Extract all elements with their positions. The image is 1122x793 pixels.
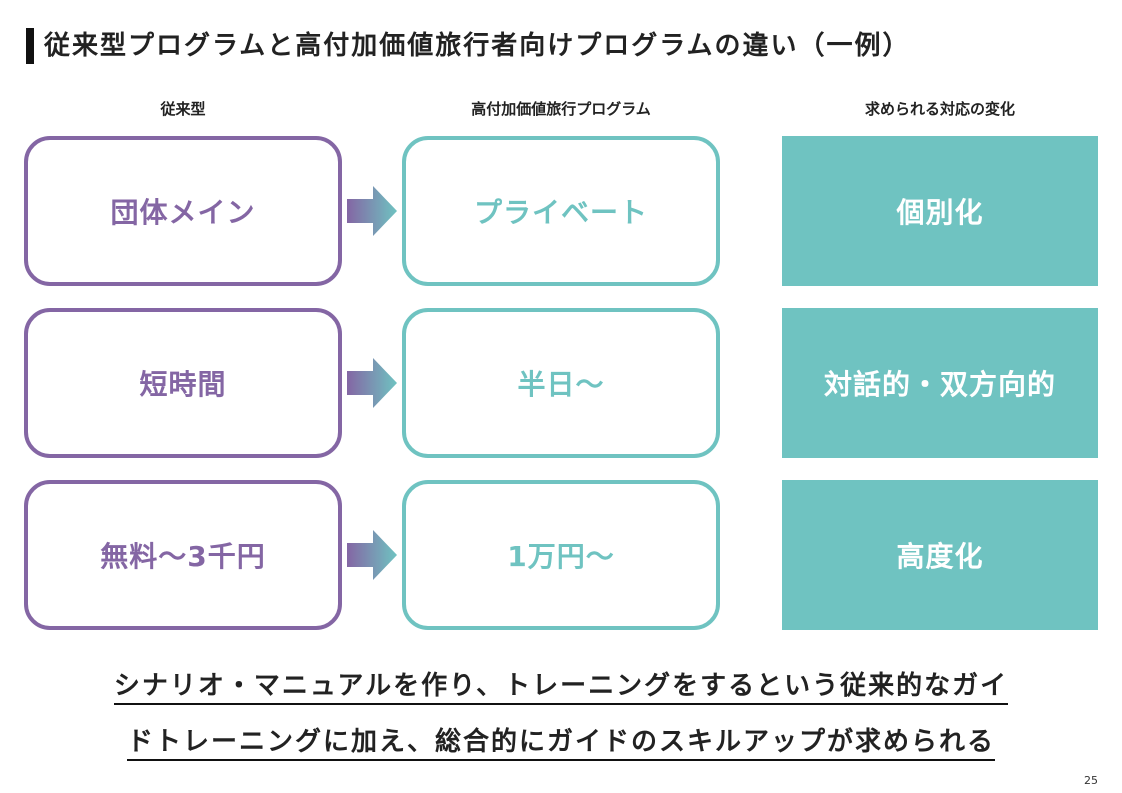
change-box-sophistication: 高度化 xyxy=(782,480,1098,630)
page-number: 25 xyxy=(1084,774,1098,787)
footer-text-1: シナリオ・マニュアルを作り、トレーニングをするという従来的なガイ xyxy=(113,671,1009,705)
right-arrow-icon xyxy=(347,186,397,236)
column-header-premium: 高付加価値旅行プログラム xyxy=(471,100,651,118)
page-title: 従来型プログラムと高付加価値旅行者向けプログラムの違い（一例） xyxy=(44,31,911,61)
right-arrow-icon xyxy=(347,358,397,408)
premium-box-private: プライベート xyxy=(402,136,720,286)
traditional-box-short-time: 短時間 xyxy=(24,308,342,458)
premium-box-price: 1万円～ xyxy=(402,480,720,630)
traditional-box-group: 団体メイン xyxy=(24,136,342,286)
traditional-box-price: 無料～3千円 xyxy=(24,480,342,630)
premium-box-half-day: 半日～ xyxy=(402,308,720,458)
change-box-interactive: 対話的・双方向的 xyxy=(782,308,1098,458)
change-box-individualization: 個別化 xyxy=(782,136,1098,286)
footer-text-2: ドトレーニングに加え、総合的にガイドのスキルアップが求められる xyxy=(126,727,995,761)
right-arrow-icon xyxy=(347,530,397,580)
footer-message-line-2: ドトレーニングに加え、総合的にガイドのスキルアップが求められる xyxy=(0,722,1122,762)
title-accent-bar xyxy=(26,28,34,64)
footer-message-line-1: シナリオ・マニュアルを作り、トレーニングをするという従来的なガイ xyxy=(0,666,1122,706)
column-header-change: 求められる対応の変化 xyxy=(864,100,1015,118)
column-header-traditional: 従来型 xyxy=(160,100,206,118)
